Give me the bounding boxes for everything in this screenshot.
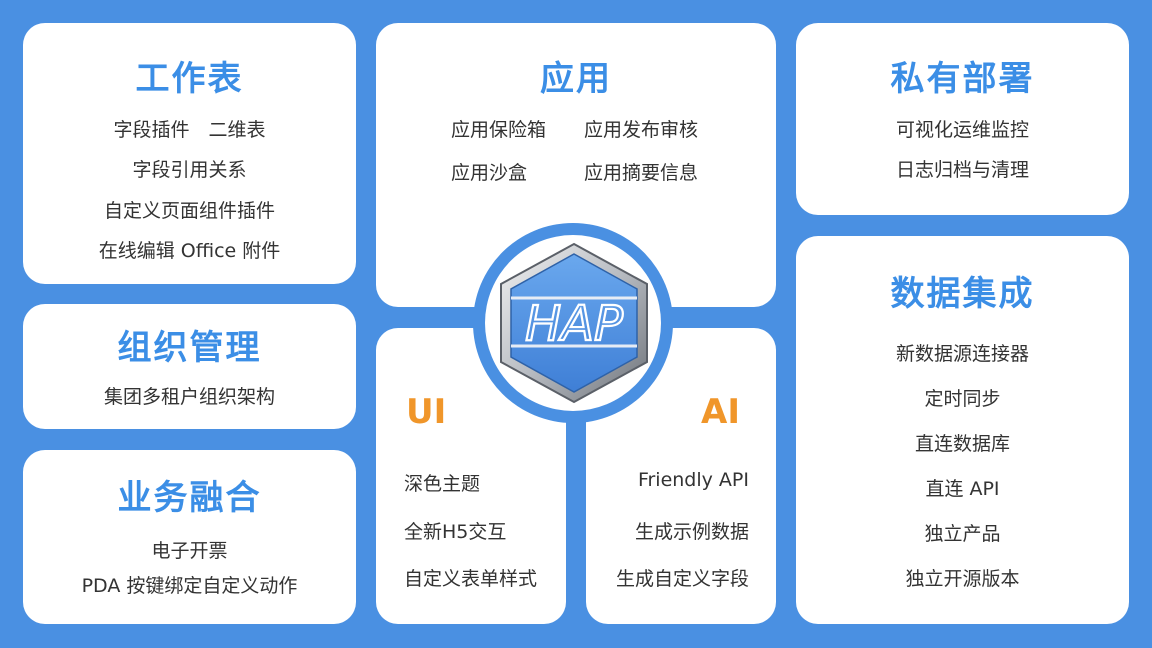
org-item: 集团多租户组织架构 — [103, 386, 275, 408]
app-title: 应用 — [540, 59, 612, 99]
ai-title: AI — [701, 392, 740, 432]
app-item: 应用沙盒 — [451, 162, 528, 184]
app-item: 应用保险箱 — [451, 119, 547, 141]
hap-logo: HAP — [500, 242, 648, 404]
business-item: PDA 按键绑定自定义动作 — [81, 575, 298, 597]
integration-item: 定时同步 — [924, 388, 1001, 410]
private-item: 日志归档与清理 — [895, 159, 1029, 181]
business-item: 电子开票 — [151, 540, 228, 562]
ui-item: 全新H5交互 — [404, 521, 507, 543]
private-card: 私有部署 可视化运维监控 日志归档与清理 — [796, 23, 1129, 215]
private-item: 可视化运维监控 — [895, 119, 1029, 141]
worksheet-item: 字段插件 二维表 — [113, 119, 266, 141]
app-item: 应用摘要信息 — [584, 162, 699, 184]
ai-item: 生成自定义字段 — [615, 568, 749, 590]
integration-title: 数据集成 — [890, 274, 1035, 314]
business-title: 业务融合 — [117, 478, 262, 518]
integration-item: 直连 API — [925, 478, 1000, 500]
ai-item: Friendly API — [637, 469, 749, 491]
org-card: 组织管理 集团多租户组织架构 — [23, 304, 356, 429]
business-card: 业务融合 电子开票 PDA 按键绑定自定义动作 — [23, 450, 356, 624]
worksheet-card: 工作表 字段插件 二维表 字段引用关系 自定义页面组件插件 在线编辑 Offic… — [23, 23, 356, 284]
app-item: 应用发布审核 — [584, 119, 699, 141]
integration-card: 数据集成 新数据源连接器 定时同步 直连数据库 直连 API 独立产品 独立开源… — [796, 236, 1129, 624]
ui-item: 自定义表单样式 — [404, 568, 538, 590]
org-title: 组织管理 — [117, 328, 262, 368]
integration-item: 独立开源版本 — [905, 568, 1020, 590]
integration-item: 新数据源连接器 — [895, 343, 1029, 365]
worksheet-item: 在线编辑 Office 附件 — [98, 240, 281, 262]
worksheet-item: 自定义页面组件插件 — [103, 200, 275, 222]
integration-item: 独立产品 — [924, 523, 1001, 545]
ui-title: UI — [406, 392, 447, 432]
ui-item: 深色主题 — [404, 473, 481, 495]
worksheet-title: 工作表 — [135, 59, 244, 99]
hap-logo-text: HAP — [525, 296, 623, 352]
private-title: 私有部署 — [890, 59, 1035, 99]
ai-item: 生成示例数据 — [634, 521, 749, 543]
integration-item: 直连数据库 — [914, 433, 1010, 455]
worksheet-item: 字段引用关系 — [132, 159, 247, 181]
